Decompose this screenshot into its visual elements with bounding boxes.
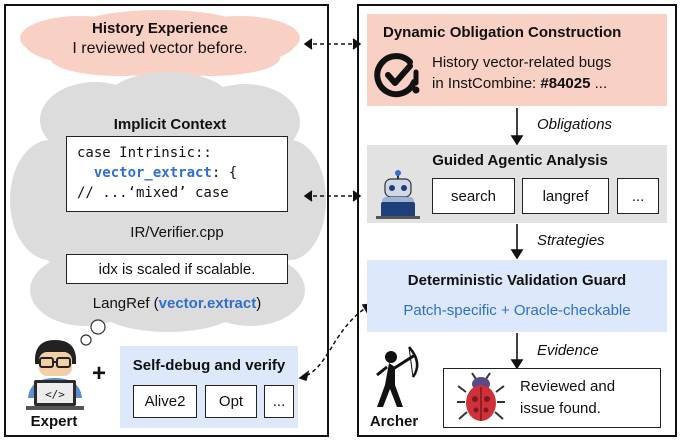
tool-alive2: Alive2	[133, 385, 197, 418]
expert-plus: +	[92, 360, 107, 387]
langref-prefix: LangRef (	[92, 295, 159, 312]
validation-guard-title: Deterministic Validation Guard	[407, 272, 627, 289]
langref-label: LangRef (vector.extract)	[56, 295, 298, 312]
scaled-note-box: idx is scaled if scalable.	[66, 254, 288, 284]
validation-guard-panel	[367, 260, 667, 332]
history-cloud	[20, 10, 300, 76]
arrow-strategies	[510, 224, 524, 260]
code-line-3: // ...‘mixed’ case	[77, 185, 229, 201]
tool-more-left: ...	[264, 385, 294, 418]
tool-search: search	[432, 178, 515, 214]
archer-label: Archer	[369, 413, 419, 430]
implicit-context-title: Implicit Context	[113, 116, 227, 133]
tool-more-right: ...	[617, 178, 659, 214]
expert-label: Expert	[30, 413, 78, 430]
code-line-2-rest: : {	[211, 165, 238, 181]
verifier-file-label: IR/Verifier.cpp	[130, 224, 224, 241]
dynamic-line-2-suffix: ...	[590, 75, 608, 92]
expert-icon: </>	[20, 336, 90, 412]
code-snippet-box: case Intrinsic:: vector_extract: { // ..…	[66, 136, 288, 212]
bug-id: #84025	[540, 75, 591, 92]
langref-term: vector.extract	[158, 295, 257, 312]
dynamic-obligation-title: Dynamic Obligation Construction	[383, 24, 622, 41]
archer-icon	[365, 345, 425, 411]
code-line-2: vector_extract: {	[77, 163, 277, 183]
dynamic-line-2-prefix: in InstCombine:	[432, 75, 541, 92]
arrow-obligations	[510, 108, 524, 146]
thought-bubbles	[80, 319, 106, 346]
arrow-evidence	[510, 333, 524, 370]
selfdebug-title: Self-debug and verify	[132, 357, 286, 374]
code-line-1: case Intrinsic::	[77, 145, 212, 161]
svg-text:</>: </>	[45, 388, 65, 401]
arrow-implicit-guided	[303, 190, 362, 202]
validation-guard-text: Patch-specific + Oracle-checkable	[403, 302, 631, 319]
robot-laptop-icon	[372, 170, 424, 220]
langref-suffix: )	[256, 295, 262, 312]
obligations-label: Obligations	[537, 116, 613, 133]
dynamic-line-1: History vector-related bugs	[432, 54, 612, 71]
obligation-check-icon	[372, 52, 422, 100]
arrow-history-dynamic	[303, 38, 362, 50]
bug-icon	[456, 372, 506, 424]
code-vector-extract: vector_extract	[93, 165, 212, 181]
history-text: I reviewed vector before.	[72, 40, 248, 57]
history-title: History Experience	[92, 20, 228, 37]
guided-analysis-title: Guided Agentic Analysis	[432, 152, 608, 169]
evidence-label: Evidence	[537, 342, 599, 359]
tool-opt: Opt	[205, 385, 257, 418]
result-line-2: issue found.	[520, 400, 601, 417]
strategies-label: Strategies	[537, 232, 605, 249]
tool-langref: langref	[522, 178, 609, 214]
dynamic-line-2: in InstCombine: #84025 ...	[432, 75, 672, 92]
archer-panel	[357, 4, 677, 437]
result-line-1: Reviewed and	[520, 378, 616, 395]
